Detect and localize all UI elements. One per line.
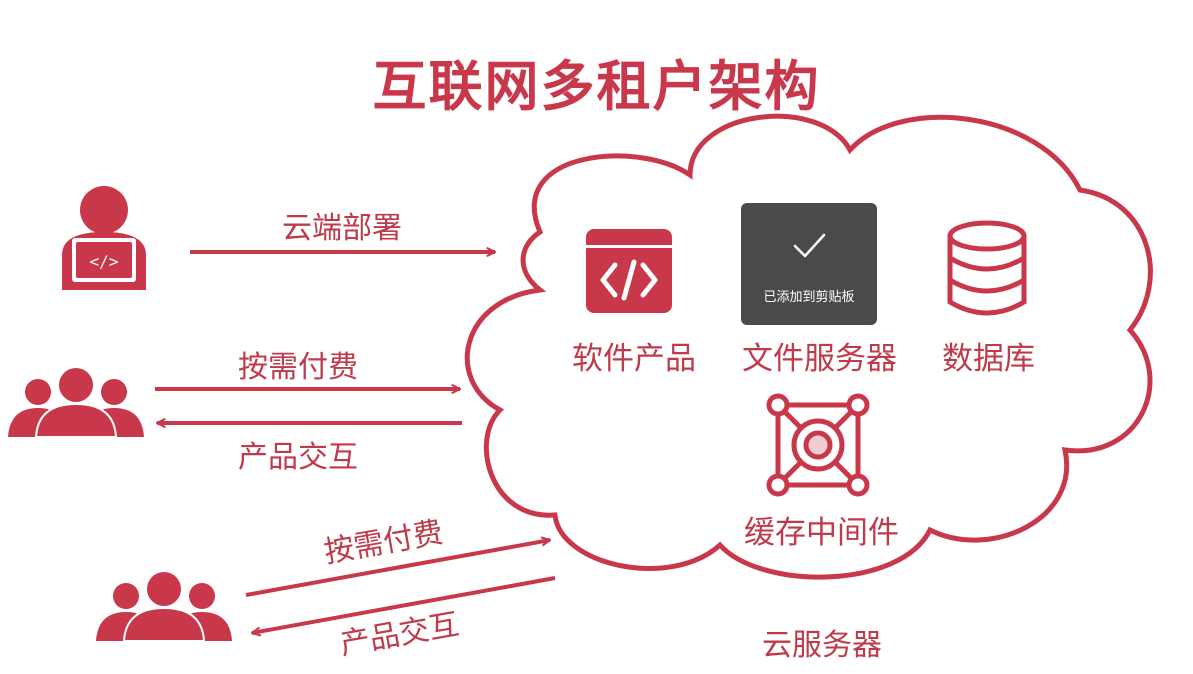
pay-label: 按需付费 (238, 350, 358, 385)
clipboard-toast: 已添加到剪贴板 (741, 203, 877, 325)
file-server-label: 文件服务器 (742, 341, 897, 377)
cloud-server-label: 云服务器 (762, 628, 882, 663)
user-group-icon (96, 572, 232, 642)
cache-middleware-label: 缓存中间件 (744, 515, 899, 551)
toast-message: 已添加到剪贴板 (763, 290, 855, 305)
interact-arrow (252, 576, 556, 633)
laptop-user-icon: </> (62, 186, 146, 290)
deploy-label: 云端部署 (282, 211, 402, 246)
database-icon (947, 220, 1027, 316)
check-icon (793, 233, 826, 258)
cache-middleware-icon (766, 393, 870, 497)
page-title: 互联网多租户架构 (372, 55, 821, 118)
cloud-shape (464, 113, 1153, 580)
code-window-icon (586, 229, 672, 313)
pay-arrow (245, 540, 550, 597)
interact-label: 产品交互 (238, 440, 358, 475)
user-group-icon (8, 368, 144, 438)
software-product-label: 软件产品 (572, 341, 696, 377)
svg-text:</>: </> (90, 252, 119, 271)
database-label: 数据库 (942, 341, 1035, 377)
